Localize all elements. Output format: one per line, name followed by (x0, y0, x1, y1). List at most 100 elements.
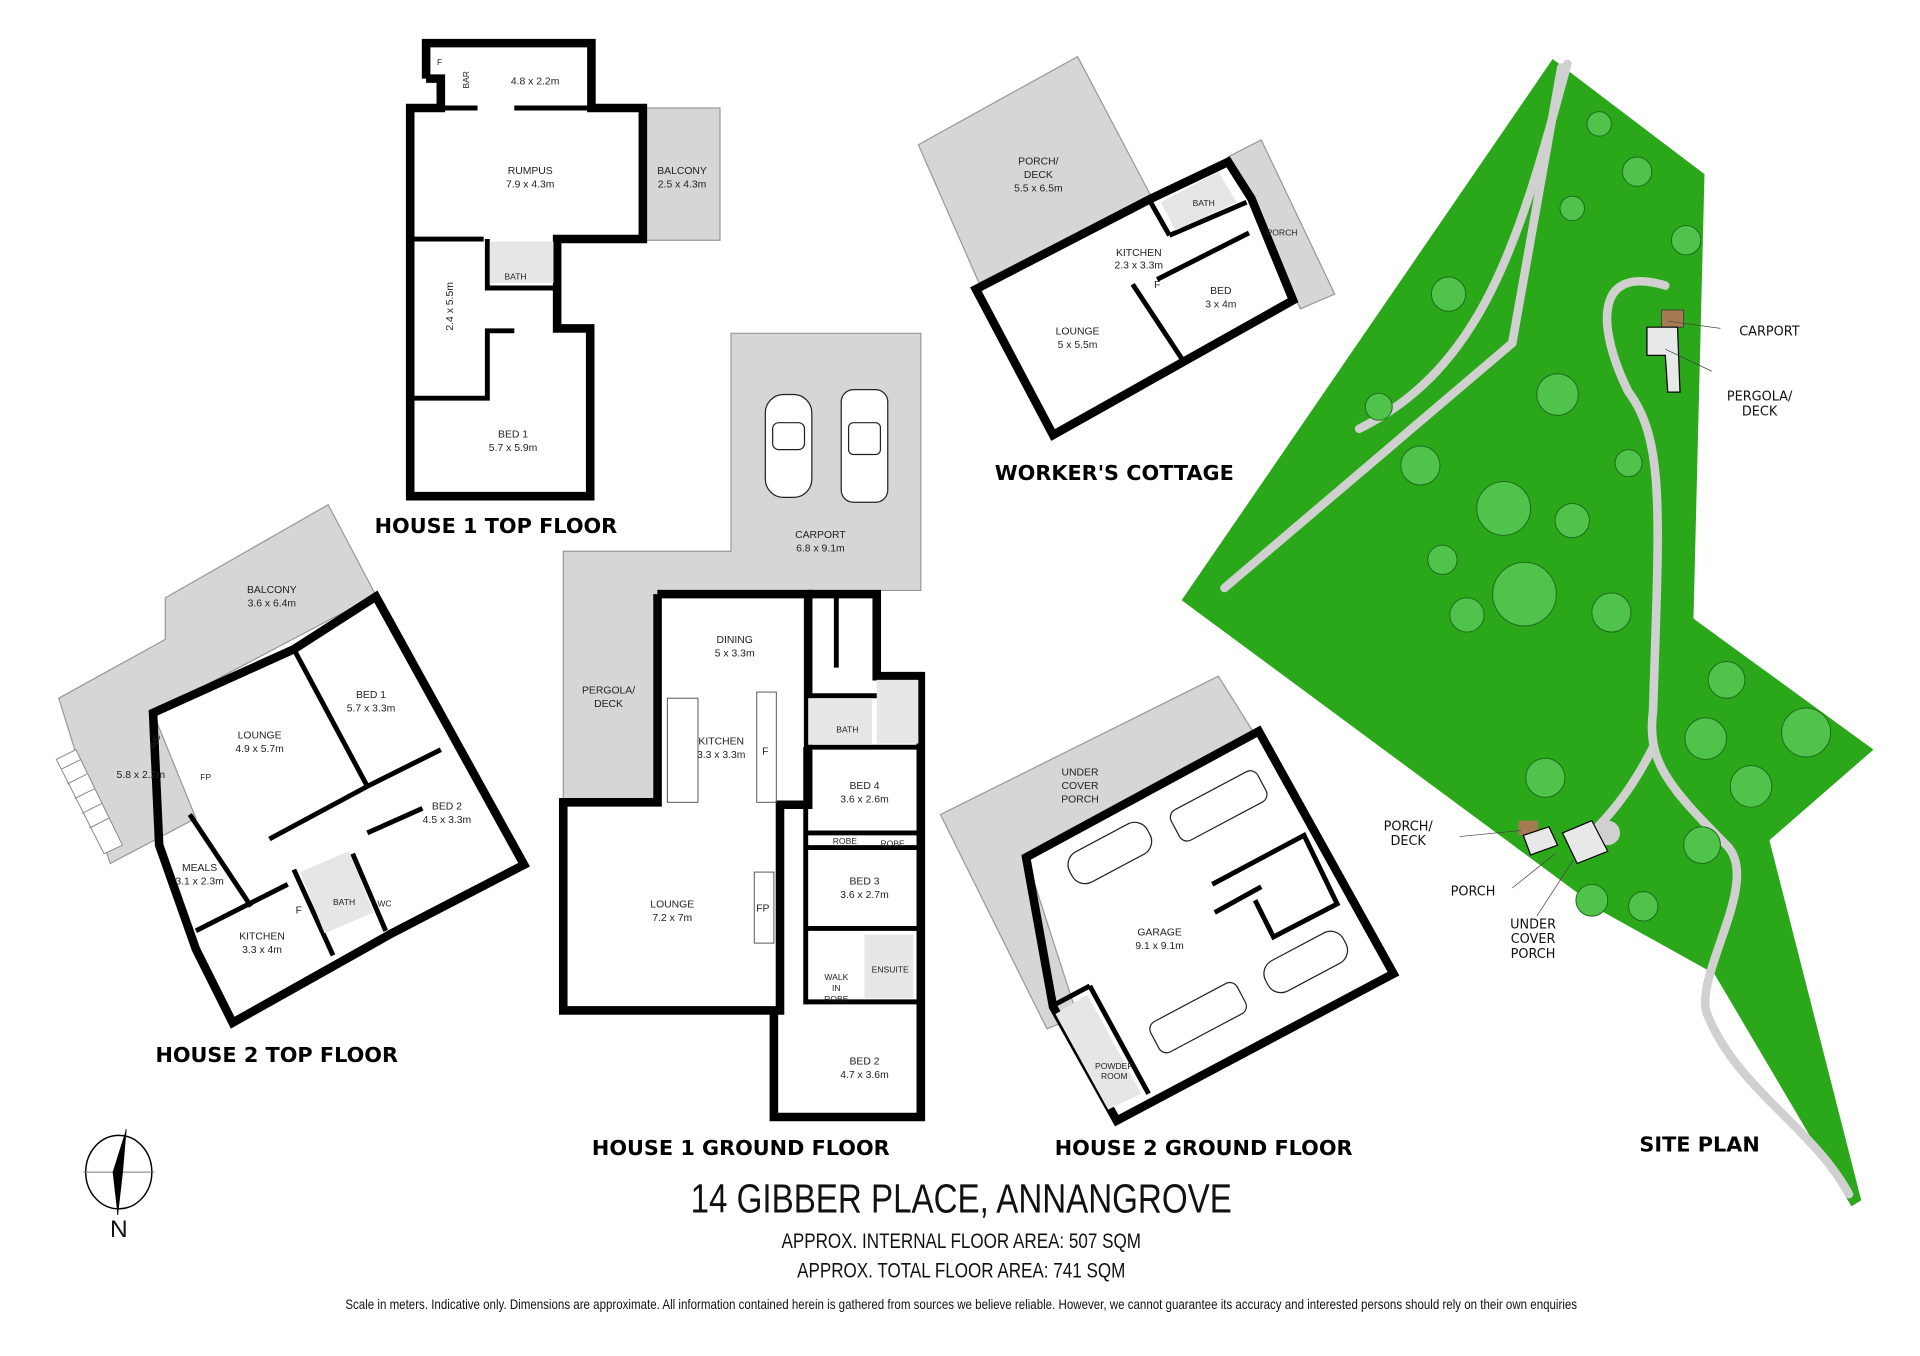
bed1-dims: 5.7 x 3.3m (347, 704, 396, 715)
deck-dims: 5.5 x 6.5m (1014, 183, 1063, 194)
bar-area-dims: 4.8 x 2.2m (511, 77, 560, 88)
fridge-label: F (1154, 280, 1160, 291)
bed4-dims: 3.6 x 2.6m (840, 794, 889, 805)
kitchen-name: KITCHEN (239, 931, 285, 942)
kitchen-name: KITCHEN (1116, 248, 1162, 259)
house2-top-floor-title: HOUSE 2 TOP FLOOR (155, 1043, 398, 1067)
site-carport-label: CARPORT (1739, 325, 1800, 340)
powder-label-2: ROOM (1101, 1071, 1128, 1081)
robe-label: ROBE (881, 838, 906, 848)
bed4-name: BED 4 (849, 781, 879, 792)
site-ucp-label-2: COVER (1511, 932, 1556, 947)
deck-label-2: DECK (1024, 170, 1053, 181)
site-plan: CARPORT PERGOLA/ DECK PORCH/ DECK PORCH … (1181, 59, 1874, 1207)
bed2-name: BED 2 (432, 802, 462, 813)
fridge-label: F (296, 906, 302, 917)
workers-cottage-plan: PORCH/ DECK 5.5 x 6.5m BATH PORCH KITCHE… (917, 55, 1336, 485)
bed3-dims: 3.6 x 2.7m (840, 890, 889, 901)
powder-label-1: POWDER (1095, 1061, 1134, 1071)
ensuite-label: ENSUITE (872, 964, 909, 974)
garage-dims: 9.1 x 9.1m (1135, 941, 1184, 952)
site-porch-label: PORCH (1451, 884, 1496, 899)
bed1-name: BED 1 (356, 690, 386, 701)
lounge-dims: 4.9 x 5.7m (235, 744, 284, 755)
total-floor-area: APPROX. TOTAL FLOOR AREA: 741 SQM (797, 1260, 1125, 1283)
site-pergola-label-2: DECK (1742, 404, 1778, 419)
balcony-dims: 2.5 x 4.3m (658, 180, 707, 191)
tree-icons (1364, 111, 1832, 922)
car-icon (1067, 821, 1153, 885)
pergola-label-1: PERGOLA/ (582, 685, 635, 696)
house1-top-floor-title: HOUSE 1 TOP FLOOR (375, 514, 618, 538)
bed2-name: BED 2 (849, 1056, 879, 1067)
fridge-label: F (437, 57, 442, 67)
balcony-name: BALCONY (657, 166, 707, 177)
bed2-dims: 4.7 x 3.6m (840, 1070, 889, 1081)
bed-dims: 3 x 4m (1205, 300, 1236, 311)
lounge-dims: 7.2 x 7m (652, 913, 692, 924)
bar-label: BAR (461, 71, 471, 89)
site-ucp-label-1: UNDER (1510, 917, 1556, 932)
site-porch-deck-label-1: PORCH/ (1384, 819, 1434, 834)
bath-label: BATH (504, 271, 526, 281)
bath-label: BATH (1193, 198, 1215, 208)
car-icon (1169, 770, 1268, 842)
house2-top-floor-plan: BALCONY 3.6 x 6.4m 5.8 x 2.2m A/C FP LOU… (55, 503, 530, 1067)
kitchen-name: KITCHEN (698, 737, 744, 748)
meals-name: MEALS (182, 863, 217, 874)
stairs-icon (55, 748, 124, 855)
disclaimer-text: Scale in meters. Indicative only. Dimens… (345, 1296, 1577, 1312)
bath-label: BATH (836, 724, 858, 734)
lounge-name: LOUNGE (650, 900, 694, 911)
rumpus-name: RUMPUS (508, 166, 553, 177)
garage-name: GARAGE (1137, 928, 1182, 939)
kitchen-dims: 3.3 x 3.3m (697, 750, 746, 761)
balcony-dims: 3.6 x 6.4m (248, 598, 297, 609)
balcony-area (643, 107, 721, 241)
balcony-name: BALCONY (247, 585, 297, 596)
porch-label: PORCH (1267, 227, 1298, 237)
rumpus-dims: 7.9 x 4.3m (506, 180, 555, 191)
site-porch-deck-label-2: DECK (1390, 834, 1426, 849)
house2-ground-floor-title: HOUSE 2 GROUND FLOOR (1055, 1136, 1353, 1160)
walkin-label-1: WALK (824, 972, 848, 982)
walkin-label-3: ROBE (824, 994, 849, 1004)
site-plan-title: SITE PLAN (1639, 1132, 1759, 1156)
lounge-name: LOUNGE (238, 731, 282, 742)
internal-floor-area: APPROX. INTERNAL FLOOR AREA: 507 SQM (781, 1231, 1140, 1254)
driveway (1220, 59, 1854, 1199)
house1-ground-floor-title: HOUSE 1 GROUND FLOOR (592, 1136, 890, 1160)
car-icon (764, 393, 813, 499)
bed-name: BED (1210, 286, 1231, 297)
fridge-label: F (762, 747, 768, 758)
house2-ground-floor-plan: UNDER COVER PORCH GARAGE 9.1 x 9.1m POWD… (939, 675, 1400, 1160)
compass-north-label: N (110, 1216, 128, 1243)
walkin-label-2: IN (832, 983, 841, 993)
carport-dims: 6.8 x 9.1m (796, 543, 845, 554)
fireplace-label: FP (756, 903, 769, 914)
dining-name: DINING (717, 635, 753, 646)
deck-label-1: PORCH/ (1018, 156, 1059, 167)
bed1-name: BED 1 (498, 429, 528, 440)
car-icon (840, 389, 889, 503)
house1-top-floor-plan: F BAR 4.8 x 2.2m RUMPUS 7.9 x 4.3m BALCO… (375, 38, 721, 538)
lounge-name: LOUNGE (1056, 327, 1100, 338)
property-address-title: 14 GIBBER PLACE, ANNANGROVE (691, 1176, 1232, 1221)
porch-label-1: UNDER (1062, 767, 1099, 778)
kitchen-dims: 2.3 x 3.3m (1115, 260, 1164, 271)
porch-label-2: COVER (1062, 781, 1099, 792)
meals-dims: 3.1 x 2.3m (175, 876, 224, 887)
bed1-dims: 5.7 x 5.9m (489, 443, 538, 454)
north-arrow-icon: N (83, 1129, 155, 1243)
porch-label-3: PORCH (1061, 794, 1099, 805)
lounge-dims: 5 x 5.5m (1058, 340, 1098, 351)
pergola-label-2: DECK (594, 699, 623, 710)
bed3-name: BED 3 (849, 876, 879, 887)
robe-label: ROBE (833, 836, 858, 846)
kitchen-dims: 3.3 x 4m (242, 945, 282, 956)
dining-dims: 5 x 3.3m (715, 649, 755, 660)
deck-dims: 5.8 x 2.2m (117, 770, 166, 781)
bath-label: BATH (333, 897, 355, 907)
carport-name: CARPORT (795, 530, 846, 541)
fireplace-label: FP (200, 772, 211, 782)
